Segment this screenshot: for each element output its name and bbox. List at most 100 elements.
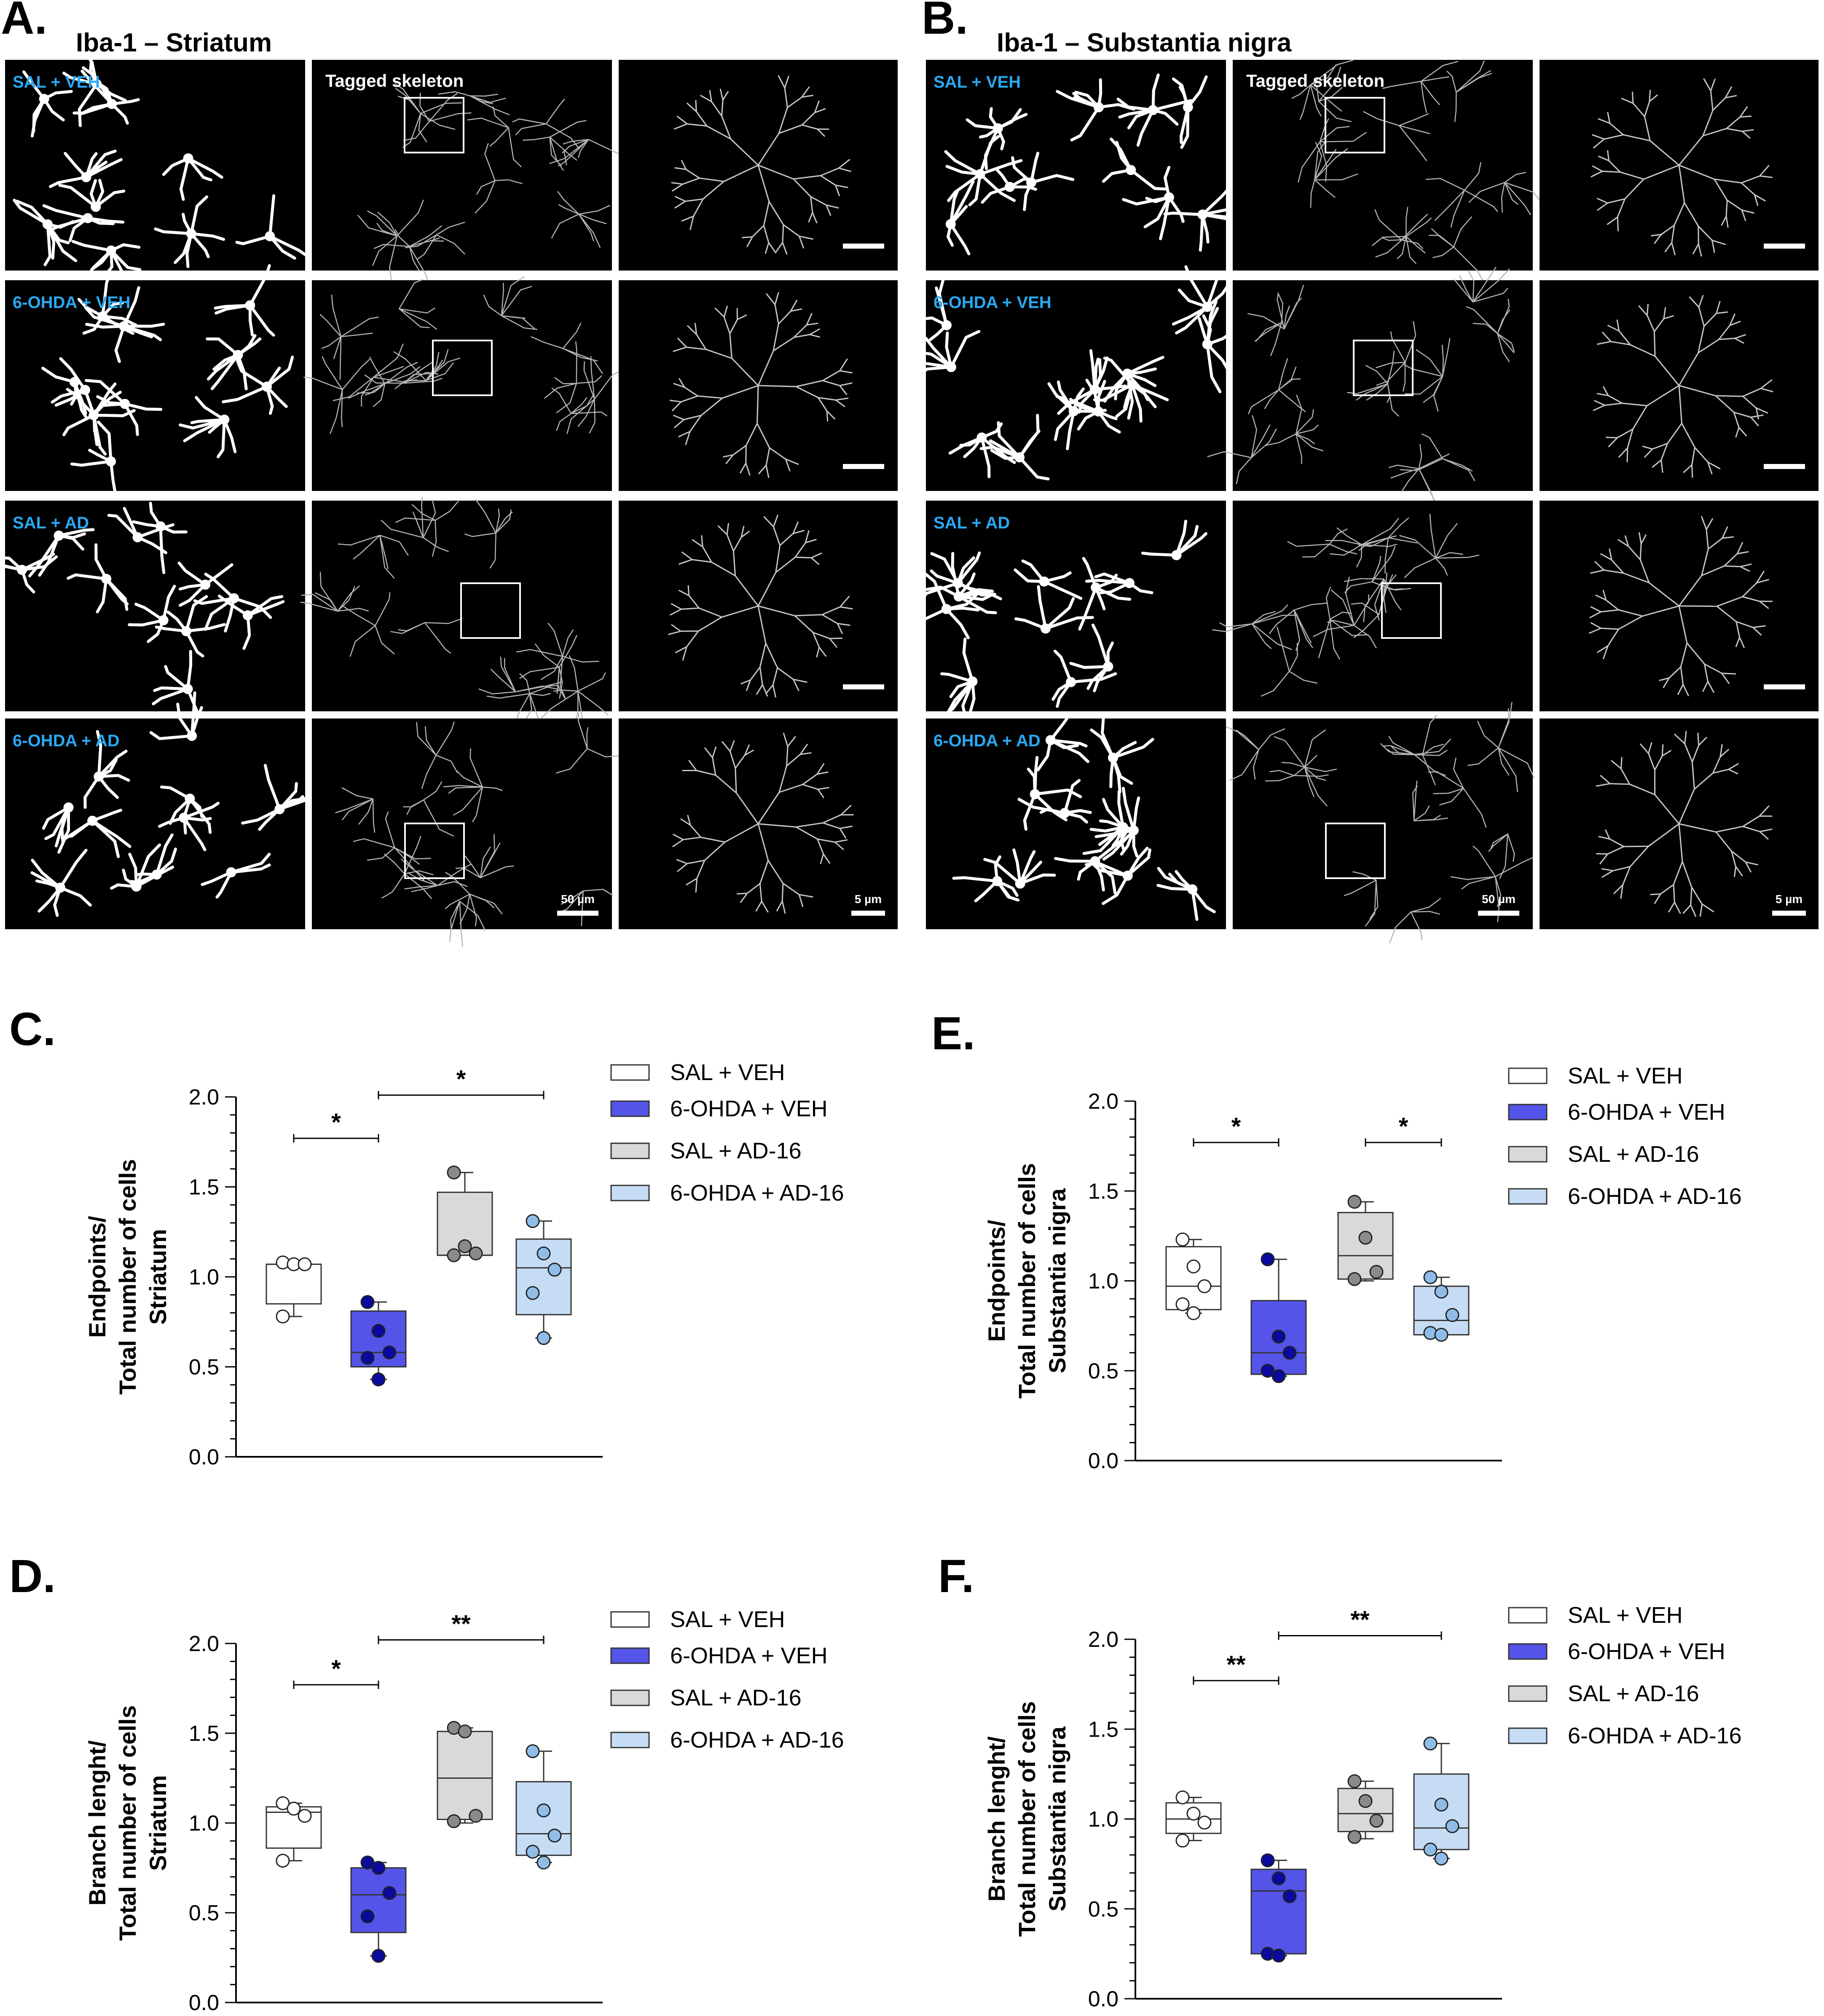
- micrograph-tile: 5 µm: [1540, 718, 1819, 929]
- legend-swatch: [1509, 1608, 1547, 1623]
- y-tick-label: 0.0: [1088, 1987, 1119, 2011]
- scale-bar: [1764, 244, 1805, 249]
- data-point: [537, 1247, 550, 1260]
- microglia-soma: [1197, 209, 1207, 220]
- legend-swatch: [611, 1143, 649, 1158]
- microglia-soma: [1015, 879, 1025, 889]
- data-point: [1283, 1890, 1296, 1903]
- micrograph-tile: [1208, 267, 1533, 502]
- data-point: [526, 1287, 539, 1299]
- micrograph-tile: SAL + AD: [912, 501, 1226, 718]
- legend-swatch: [1509, 1686, 1547, 1701]
- microglia-soma: [976, 432, 987, 442]
- microglia-soma: [1046, 735, 1056, 745]
- micrograph-tile: 6-OHDA + VEH: [5, 265, 305, 496]
- data-point: [469, 1247, 482, 1260]
- legend-swatch: [611, 1690, 649, 1705]
- significance-stars: *: [331, 1109, 341, 1136]
- box-group: [516, 1745, 571, 1869]
- panel-letter: C.: [9, 1003, 56, 1055]
- micrograph-tile: 5 µm: [619, 718, 898, 929]
- data-point: [1198, 1816, 1211, 1829]
- tagged-skeleton-label: Tagged skeleton: [325, 71, 464, 91]
- microglia-soma: [183, 684, 193, 694]
- data-point: [1176, 1233, 1189, 1246]
- microglia-soma: [81, 172, 91, 182]
- data-point: [372, 1373, 385, 1386]
- y-axis-label: Endpoints/: [84, 1216, 110, 1338]
- data-point: [1261, 1253, 1274, 1265]
- data-point: [1435, 1285, 1448, 1298]
- skeleton-branch: [1740, 116, 1752, 117]
- microglia-soma: [120, 399, 130, 409]
- significance-bracket: **: [378, 1610, 544, 1644]
- y-axis-label: Branch lenght/: [983, 1736, 1010, 1901]
- y-tick-label: 1.5: [1088, 1717, 1119, 1742]
- significance-stars: *: [331, 1655, 341, 1683]
- micrograph-tile: [619, 280, 898, 491]
- panel-letter: D.: [9, 1550, 56, 1602]
- significance-bracket: **: [1279, 1606, 1441, 1640]
- data-point: [1359, 1795, 1372, 1807]
- box-group: [351, 1856, 406, 1962]
- data-point: [1283, 1346, 1296, 1359]
- data-point: [537, 1856, 550, 1869]
- box-group: [266, 1256, 321, 1323]
- y-tick-label: 1.0: [1088, 1269, 1119, 1294]
- microglia-soma: [91, 202, 101, 212]
- scale-bar-50um-label: 50 µm: [1482, 893, 1516, 906]
- box: [516, 1782, 571, 1855]
- microglia-soma: [992, 876, 1002, 886]
- microglia-soma: [1103, 662, 1113, 672]
- legend-swatch: [611, 1648, 649, 1663]
- data-point: [1370, 1265, 1383, 1278]
- data-point: [1424, 1843, 1437, 1856]
- microglia-soma: [1039, 576, 1049, 587]
- panel-title: Iba-1 – Striatum: [76, 28, 272, 57]
- y-tick-label: 2.0: [1088, 1627, 1119, 1652]
- data-point: [1348, 1273, 1361, 1285]
- y-tick-label: 0.5: [1088, 1897, 1119, 1922]
- micrograph-tile: SAL + VEH: [5, 54, 309, 284]
- microglia-soma: [954, 591, 964, 601]
- significance-stars: **: [451, 1610, 471, 1638]
- box: [437, 1732, 492, 1820]
- panel-letter: E.: [931, 1008, 975, 1059]
- micrograph-tile: [304, 277, 626, 491]
- legend-swatch: [611, 1185, 649, 1201]
- micrograph-tile: [1540, 501, 1819, 711]
- microglia-soma: [262, 382, 272, 392]
- microglia-soma: [942, 320, 952, 330]
- y-tick-label: 0.5: [1088, 1359, 1119, 1383]
- data-point: [1359, 1231, 1372, 1244]
- microglia-soma: [946, 219, 956, 229]
- box-group: [1338, 1775, 1393, 1843]
- skeleton-branch: [795, 557, 811, 558]
- y-tick-label: 1.5: [189, 1175, 219, 1200]
- scale-bar: [1764, 464, 1805, 469]
- data-point: [1424, 1737, 1437, 1750]
- data-point: [1348, 1831, 1361, 1843]
- data-point: [1348, 1196, 1361, 1208]
- microglia-soma: [107, 99, 117, 109]
- condition-label: SAL + VEH: [13, 73, 100, 91]
- microglia-soma: [94, 772, 104, 782]
- legend-swatch: [1509, 1728, 1547, 1743]
- data-point: [1176, 1791, 1189, 1804]
- data-point: [1187, 1260, 1200, 1273]
- skeleton-branch: [742, 237, 753, 238]
- significance-stars: *: [456, 1066, 466, 1093]
- micrograph-tile: 50 µm: [1226, 702, 1534, 943]
- microglia-soma: [274, 804, 284, 814]
- skeleton-branch: [1662, 744, 1663, 756]
- legend-swatch: [1509, 1105, 1547, 1120]
- microglia-soma: [132, 532, 142, 542]
- data-point: [1272, 1872, 1285, 1885]
- legend-label: 6-OHDA + AD-16: [1568, 1723, 1742, 1748]
- microglia-soma: [39, 94, 49, 104]
- tagged-skeleton-label: Tagged skeleton: [1246, 71, 1384, 91]
- significance-stars: **: [1350, 1606, 1370, 1633]
